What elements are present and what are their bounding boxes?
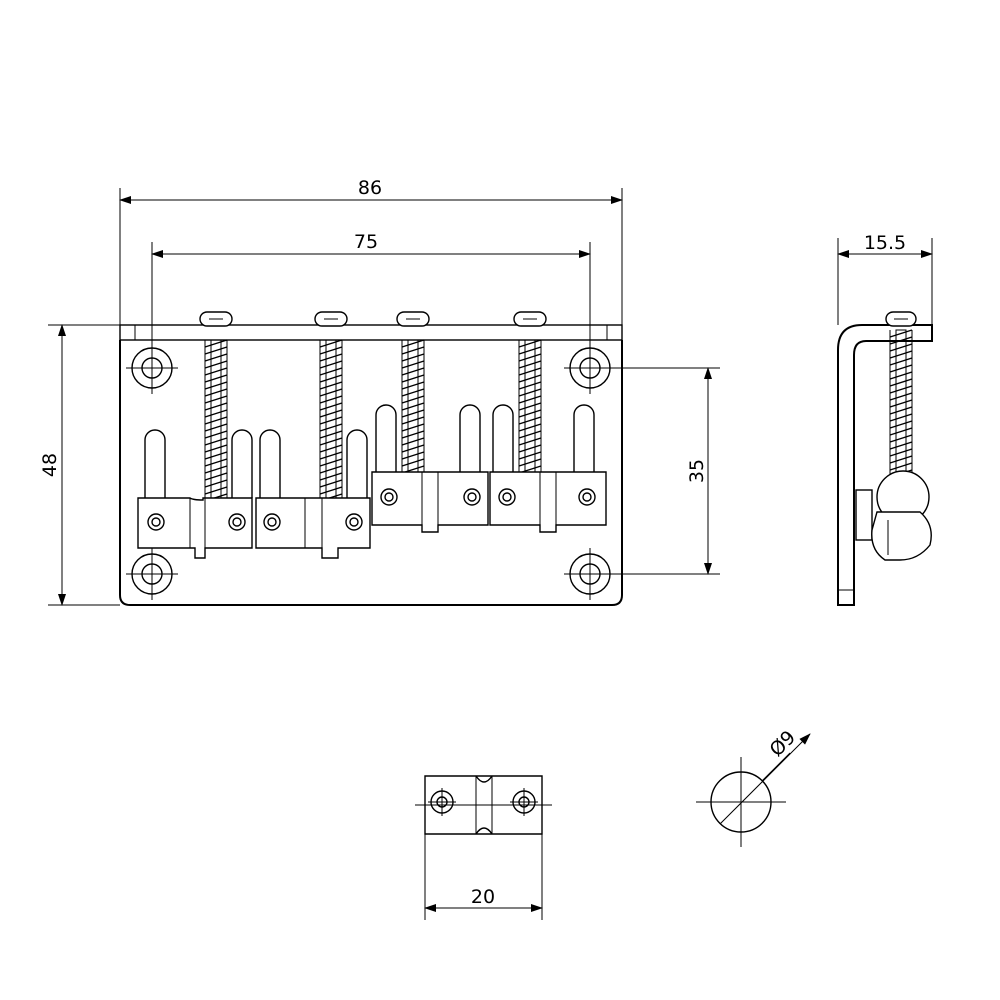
- screw-head-icon: [885, 311, 917, 327]
- dimension-label: 35: [686, 459, 708, 483]
- dimension-height: 48: [39, 324, 120, 606]
- screw-head-icon: [199, 311, 233, 327]
- dimension-label: Ø9: [765, 726, 800, 761]
- dimension-label: 48: [39, 453, 61, 477]
- side-plate-profile: [837, 324, 933, 606]
- mounting-hole-icon: [126, 342, 178, 394]
- mounting-hole-icon: [126, 548, 178, 600]
- dimension-side-depth: 15.5: [837, 232, 933, 325]
- front-view: 86 75 48 35: [39, 177, 720, 606]
- back-flange: [119, 324, 623, 341]
- screw-head-icon: [396, 311, 430, 327]
- dimension-label: 20: [471, 886, 495, 908]
- side-saddle: [855, 470, 932, 561]
- side-view: 15.5: [837, 232, 933, 606]
- screw-head-icon: [314, 311, 348, 327]
- base-plate: [119, 340, 623, 606]
- dimension-overall-width: 86: [119, 177, 623, 325]
- dimension-label: 75: [354, 231, 378, 253]
- mounting-hole-icon: [564, 342, 616, 394]
- dimension-screw-spacing: 75: [151, 231, 591, 346]
- dimension-label: 15.5: [864, 232, 906, 254]
- dimension-saddle-length: 20: [424, 834, 543, 920]
- dimension-label: 86: [358, 177, 382, 199]
- saddle-detail-view: 20: [415, 775, 552, 920]
- mounting-hole-icon: [564, 548, 616, 600]
- adjust-slots: [144, 404, 595, 498]
- saddle-end-view: Ø9: [696, 726, 811, 847]
- saddle-hole-icon: [510, 788, 538, 816]
- dimension-hole-spacing: 35: [610, 367, 720, 575]
- saddle-2: [255, 497, 371, 559]
- saddle-3: [371, 471, 489, 533]
- screw-head-icon: [513, 311, 547, 327]
- saddle-1: [137, 497, 253, 559]
- saddle-4: [489, 471, 607, 533]
- saddle-hole-icon: [428, 788, 456, 816]
